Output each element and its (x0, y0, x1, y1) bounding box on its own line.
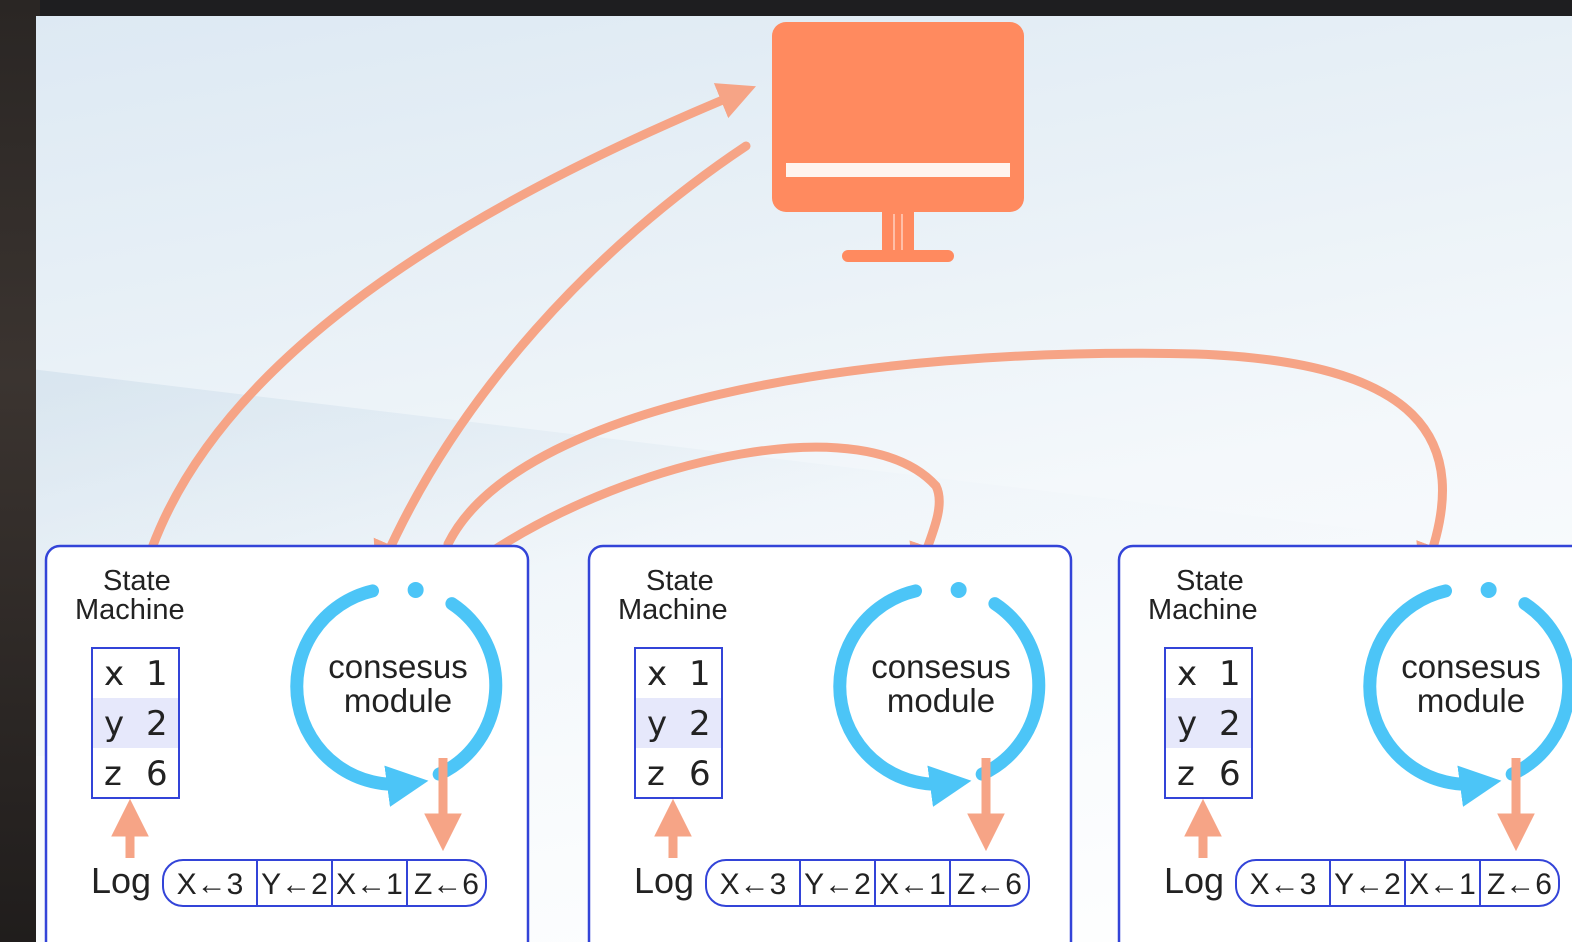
monitor-screen (772, 22, 1024, 212)
cycle-arc-right (1505, 597, 1572, 781)
log-entry-1: X←3 (177, 868, 244, 901)
arrow-node1-to-node3 (443, 348, 1452, 583)
state-key-x: x (104, 654, 124, 694)
cycle-arc-right (975, 597, 1046, 781)
state-key-y: y (647, 704, 667, 744)
log-entry-1: X←3 (1250, 868, 1317, 901)
monitor-icon (772, 22, 1024, 262)
server-box (44, 544, 530, 942)
monitor-base (842, 250, 954, 262)
log-track (1235, 859, 1560, 907)
cycle-arc-left (290, 584, 429, 807)
state-table-border (1164, 647, 1253, 799)
log-entry-2: Y←2 (261, 868, 328, 901)
state-machine-label-line2: Machine (618, 594, 728, 626)
log-entry-3: X←1 (879, 868, 946, 901)
state-machine-label-line2: Machine (75, 594, 185, 626)
log-label: Log (634, 860, 694, 901)
consensus-label-line2: module (344, 682, 452, 719)
state-key-y: y (104, 704, 124, 744)
server-box (587, 544, 1073, 942)
log-track (162, 859, 487, 907)
state-value-x: 1 (1219, 654, 1241, 694)
log-entry-2: Y←2 (804, 868, 871, 901)
cycle-arc-left (1363, 584, 1502, 807)
log-label: Log (1164, 860, 1224, 901)
state-value-x: 1 (146, 654, 168, 694)
log-entry-3: X←1 (336, 868, 403, 901)
cycle-dot (1480, 581, 1497, 598)
arrow-node1-to-client (147, 83, 756, 553)
state-row-highlight (92, 698, 179, 748)
state-key-x: x (1177, 654, 1197, 694)
consensus-label-line2: module (887, 682, 995, 719)
state-key-x: x (647, 654, 667, 694)
log-track (705, 859, 1030, 907)
log-entry-4: Z←6 (957, 868, 1022, 901)
consensus-label-line1: consesus (328, 648, 467, 685)
state-value-z: 6 (1219, 754, 1241, 794)
client-monitor (772, 22, 1024, 262)
cycle-dot (407, 581, 424, 598)
state-row-highlight (1165, 698, 1252, 748)
state-value-y: 2 (689, 704, 711, 744)
monitor-stand (882, 212, 914, 254)
log-entry-3: X←1 (1409, 868, 1476, 901)
state-row-highlight (635, 698, 722, 748)
state-key-z: z (104, 754, 122, 794)
state-key-y: y (1177, 704, 1197, 744)
state-key-z: z (647, 754, 665, 794)
state-machine-label-line1: State (646, 565, 714, 597)
state-machine-label-line1: State (103, 565, 171, 597)
cycle-arc-left (833, 584, 972, 807)
cycle-arc-right (432, 597, 503, 781)
log-entry-4: Z←6 (1487, 868, 1552, 901)
consensus-label-line1: consesus (871, 648, 1010, 685)
log-entry-1: X←3 (720, 868, 787, 901)
monitor-bar (786, 163, 1010, 177)
state-machine-label-line1: State (1176, 565, 1244, 597)
log-entry-2: Y←2 (1334, 868, 1401, 901)
arrow-client-to-node1-consensus (373, 141, 751, 580)
state-value-z: 6 (146, 754, 168, 794)
state-value-z: 6 (689, 754, 711, 794)
state-value-y: 2 (1219, 704, 1241, 744)
arrow-node1-to-node2 (483, 442, 946, 583)
state-key-z: z (1177, 754, 1195, 794)
log-entry-4: Z←6 (414, 868, 479, 901)
state-table-border (91, 647, 180, 799)
consensus-label-line2: module (1417, 682, 1525, 719)
log-label: Log (91, 860, 151, 901)
state-machine-label-line2: Machine (1148, 594, 1258, 626)
state-table-border (634, 647, 723, 799)
state-value-y: 2 (146, 704, 168, 744)
state-value-x: 1 (689, 654, 711, 694)
cycle-dot (950, 581, 967, 598)
server-box (1117, 544, 1572, 942)
consensus-label-line1: consesus (1401, 648, 1540, 685)
background-photo (0, 0, 40, 942)
